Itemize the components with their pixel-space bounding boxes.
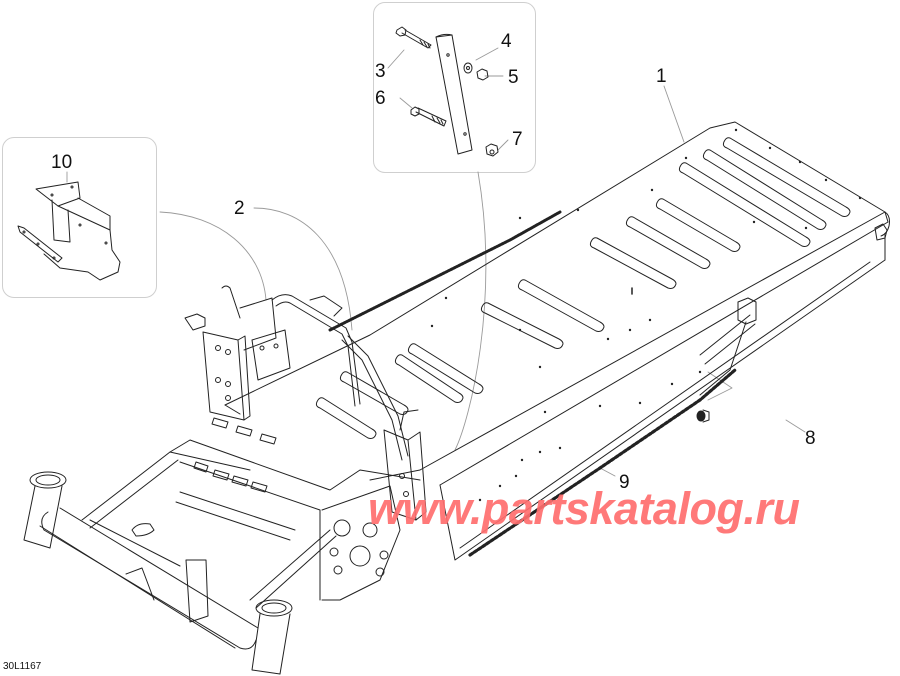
callout-6[interactable]: 6 [375, 88, 386, 109]
callout-3[interactable]: 3 [375, 61, 386, 82]
inset-bracket-art [17, 181, 121, 281]
inset-fasteners-box [373, 2, 536, 173]
callout-7[interactable]: 7 [512, 129, 523, 150]
callout-10[interactable]: 10 [51, 152, 73, 173]
callout-8[interactable]: 8 [805, 428, 816, 449]
callout-4[interactable]: 4 [501, 31, 512, 52]
tunnel-art [224, 121, 890, 561]
front-frame-art [184, 285, 427, 521]
front-chassis-art [23, 417, 421, 675]
callout-9[interactable]: 9 [619, 472, 630, 493]
watermark-text: www.partskatalog.ru [368, 483, 800, 534]
inset-bracket-box [2, 137, 157, 298]
callout-2[interactable]: 2 [234, 198, 245, 219]
diagram-id-label: 30L1167 [3, 661, 42, 672]
callout-5[interactable]: 5 [508, 67, 519, 88]
callout-1[interactable]: 1 [656, 66, 667, 87]
leader-lines [66, 47, 806, 477]
inset-fastener-art [395, 26, 499, 157]
